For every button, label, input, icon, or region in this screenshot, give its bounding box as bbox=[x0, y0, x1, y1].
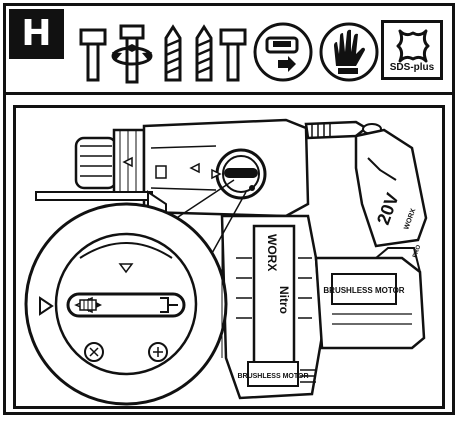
hammer-icon bbox=[219, 28, 247, 82]
sds-plus-chuck-icon bbox=[396, 29, 430, 63]
battery-insert-icon bbox=[253, 22, 313, 82]
instruction-frame: H bbox=[3, 3, 455, 415]
safety-gloves-icon bbox=[319, 22, 379, 82]
hammer-icon bbox=[79, 28, 107, 82]
sds-plus-label: SDS-plus bbox=[389, 62, 435, 73]
sds-plus-box: SDS-plus bbox=[381, 20, 443, 80]
handle-tag: PRO bbox=[412, 244, 422, 259]
drill-bit-icon bbox=[164, 24, 182, 82]
bottom-badge: BRUSHLESS MOTOR bbox=[237, 373, 308, 380]
rear-grip: 20V WORX PRO bbox=[304, 120, 428, 259]
motor-housing: WORX Nitro BRUSHLESS MOTOR bbox=[220, 214, 324, 400]
step-letter: H bbox=[9, 9, 64, 59]
body-line: Nitro bbox=[277, 286, 291, 314]
mode-dial-closeup bbox=[24, 202, 228, 406]
side-badge: BRUSHLESS MOTOR bbox=[323, 286, 404, 295]
chuck bbox=[74, 128, 146, 198]
body-brand: WORX bbox=[265, 234, 279, 271]
mode-selector bbox=[211, 148, 267, 200]
chisel-bit-icon bbox=[195, 24, 213, 82]
battery-pack: BRUSHLESS MOTOR bbox=[314, 247, 426, 350]
illustration-panel: 20V WORX PRO WORX Nitro bbox=[13, 105, 445, 409]
header-strip: H bbox=[6, 6, 452, 95]
rotary-hammer-drawing: 20V WORX PRO WORX Nitro bbox=[24, 118, 428, 406]
rotation-stop-icon bbox=[111, 24, 153, 84]
